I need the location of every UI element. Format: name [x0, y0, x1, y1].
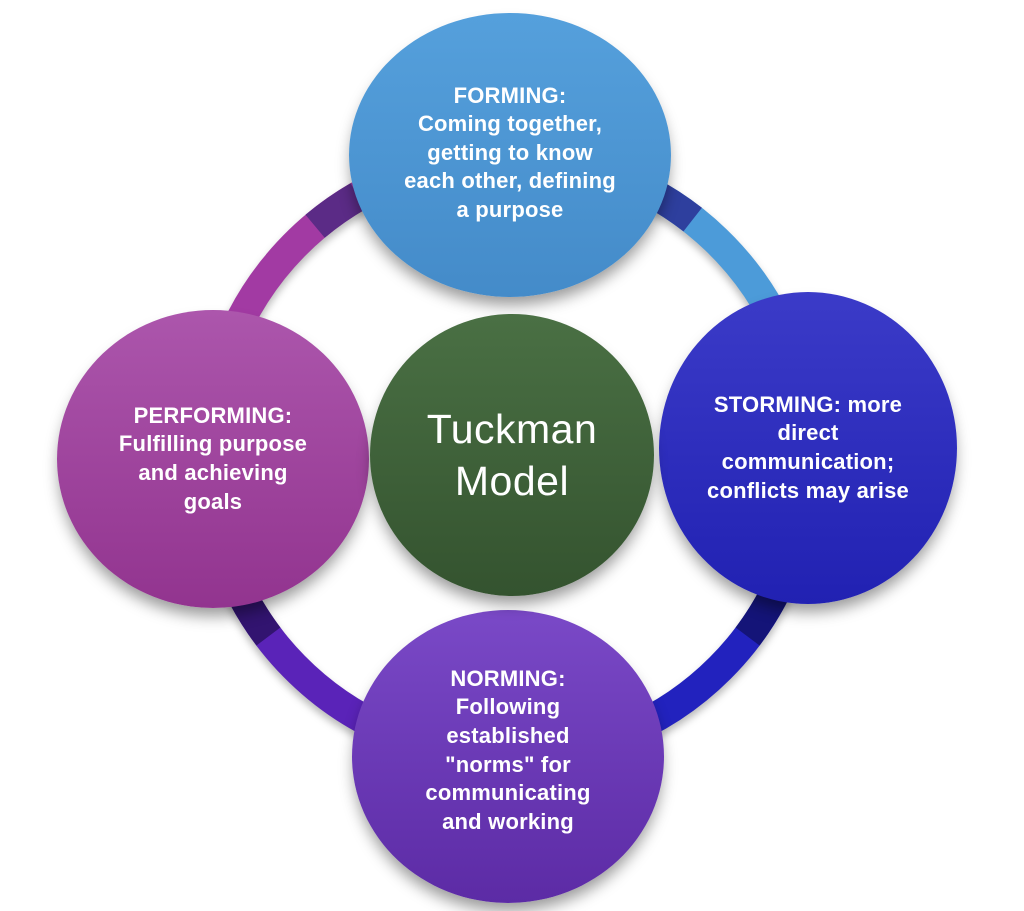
text-line: conflicts may arise [707, 477, 909, 503]
text-line: direct [777, 420, 839, 446]
text-line: and achieving [138, 460, 288, 485]
text-line: a purpose [456, 196, 564, 222]
text-line: STORMING: more [713, 391, 903, 417]
text-line: communication; [721, 449, 895, 474]
text-line: communicating [425, 780, 591, 806]
text-line: "norms" for [445, 751, 571, 777]
text-line: established [446, 722, 570, 748]
text-line: Model [454, 458, 570, 504]
node-performing: PERFORMING: Fulfilling purpose and achievi… [57, 310, 369, 608]
text-line: Coming together, [417, 111, 603, 137]
node-forming-text: FORMING: Coming together,getting to know e… [404, 82, 616, 225]
node-storming: STORMING: more direct communication; confli… [659, 292, 957, 604]
text-line: Fulfilling purpose [118, 431, 308, 457]
node-storming-text: STORMING: more direct communication; confli… [707, 391, 909, 505]
text-line: getting to know [427, 139, 593, 165]
text-line: and working [442, 808, 574, 834]
text-line: PERFORMING: [133, 402, 293, 428]
text-line: Tuckman [426, 405, 598, 452]
text-line: Following [455, 694, 561, 720]
text-line: NORMING: [450, 665, 566, 691]
node-forming: FORMING: Coming together,getting to know e… [349, 13, 671, 297]
ring-junction-shade-left-of-forming [305, 183, 366, 238]
text-line: FORMING: [453, 82, 567, 108]
text-line: each other, defining [404, 168, 616, 194]
text-line: goals [183, 488, 243, 514]
node-performing-text: PERFORMING: Fulfilling purpose and achievi… [119, 402, 307, 516]
